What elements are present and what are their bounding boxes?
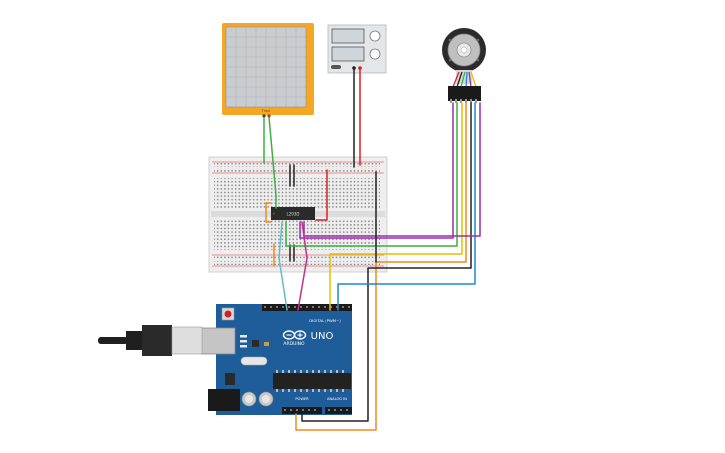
analog-header[interactable] [325, 407, 352, 414]
power-jack[interactable] [208, 389, 240, 411]
shaft-center [460, 46, 468, 54]
oscilloscope-probe-neg[interactable] [262, 114, 266, 118]
wire-encoder-black[interactable] [301, 102, 472, 422]
bottom-power-rail-negative[interactable] [214, 261, 380, 265]
wire-scope-signal[interactable] [268, 116, 277, 209]
arduino-brand: ARDUINO [283, 341, 305, 347]
wire-encoder-green[interactable] [285, 102, 458, 247]
lower-terminal-strip[interactable] [214, 219, 380, 250]
voltage-display [331, 28, 365, 44]
usb-cable-cord [98, 337, 128, 344]
usb-port[interactable] [200, 327, 236, 355]
digital-header-label: DIGITAL (PWM~) [309, 318, 341, 323]
jumper-red[interactable] [315, 169, 328, 221]
wire-magenta-d[interactable] [297, 221, 308, 311]
analog-header-label: ANALOG IN [327, 397, 347, 401]
usb-strain-relief [126, 331, 144, 350]
bottom-power-rail-positive[interactable] [214, 256, 380, 260]
oscilloscope-probe-pos[interactable] [267, 114, 271, 118]
chip-label: L293D [287, 212, 300, 217]
top-power-rail-negative[interactable] [214, 168, 380, 172]
power-switch[interactable] [331, 65, 341, 69]
usb-plug-body [142, 325, 172, 356]
power-header-label: POWER [295, 397, 309, 401]
oscilloscope[interactable]: Time [222, 23, 314, 118]
top-power-rail-positive[interactable] [214, 163, 380, 167]
upper-terminal-strip[interactable] [214, 178, 380, 209]
crystal-oscillator [240, 356, 268, 366]
power-supply[interactable] [327, 24, 387, 74]
jumper-orange-top[interactable] [265, 202, 272, 223]
arduino-uno[interactable]: DIGITAL (PWM~) ARDUINO UNO [200, 304, 352, 415]
wire-cyan-d[interactable] [278, 221, 288, 311]
motor-driver-chip[interactable]: L293D [271, 207, 315, 220]
oscilloscope-grid [226, 27, 306, 107]
chip-body [271, 207, 315, 220]
usb-cable[interactable] [98, 325, 203, 356]
oscilloscope-label: Time [261, 109, 271, 113]
motor-encoder[interactable] [442, 28, 486, 103]
usb-plug-metal [171, 326, 203, 355]
atmega-chip [273, 373, 351, 389]
wire-encoder-yellow[interactable] [329, 102, 463, 311]
power-supply-pos-terminal[interactable] [358, 66, 362, 70]
motor-connector[interactable] [448, 86, 481, 101]
power-supply-neg-terminal[interactable] [352, 66, 356, 70]
voltage-regulator [225, 373, 235, 385]
wire-encoder-violet[interactable] [303, 102, 481, 237]
reset-button-cap[interactable] [224, 310, 232, 318]
wires [263, 68, 481, 431]
wire-encoder-blue[interactable] [337, 102, 476, 311]
current-display [331, 46, 365, 62]
arduino-model: UNO [311, 331, 334, 342]
current-knob[interactable] [369, 48, 381, 60]
arduino-logo-icon [282, 330, 307, 340]
voltage-knob[interactable] [369, 30, 381, 42]
